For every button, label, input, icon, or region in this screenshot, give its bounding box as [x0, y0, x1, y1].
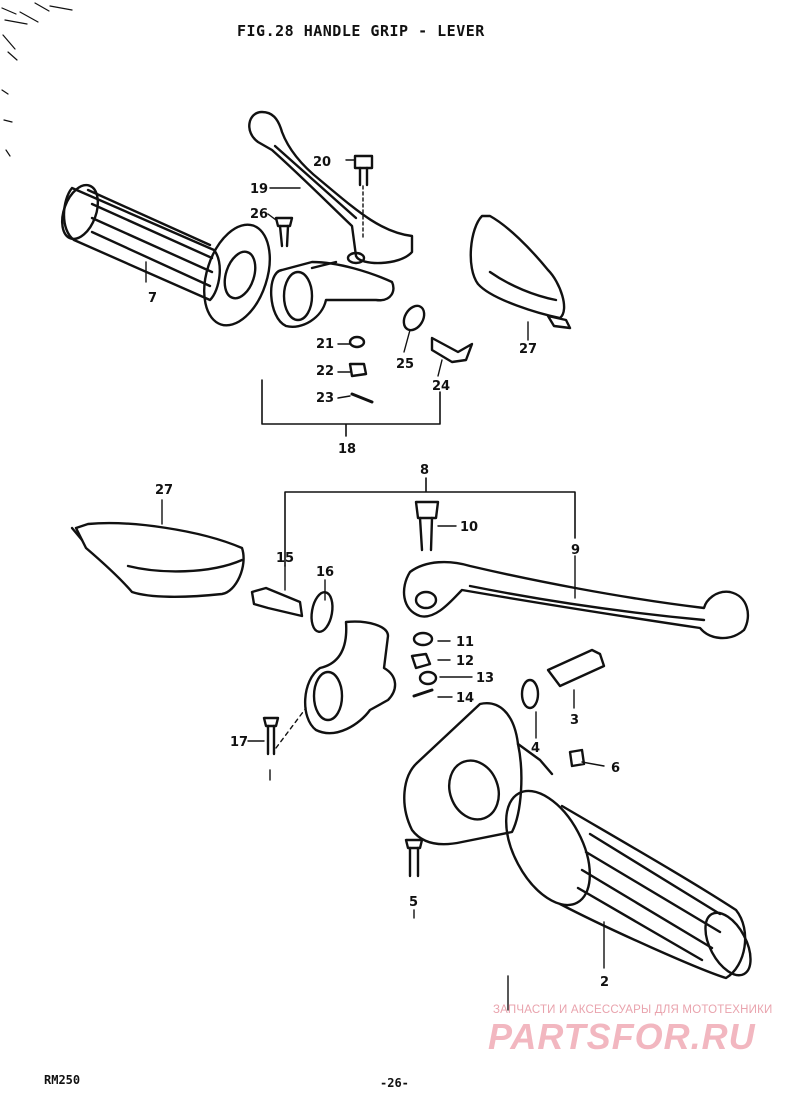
- callout-13: 13: [476, 671, 494, 686]
- holder-screw: [262, 716, 280, 756]
- cotter-pin: [350, 392, 374, 404]
- callout-27-top: 27: [519, 342, 537, 357]
- clamp-screw: [274, 216, 294, 248]
- callout-19: 19: [250, 182, 268, 197]
- lever-cotter-pin: [412, 688, 434, 698]
- callout-25: 25: [396, 357, 414, 372]
- callout-3: 3: [570, 713, 579, 728]
- housing-screw: [404, 838, 424, 878]
- callout-11: 11: [456, 635, 474, 650]
- callout-26: 26: [250, 207, 268, 222]
- callout-10: 10: [460, 520, 478, 535]
- lever-pivot-bolt-lower: [414, 500, 440, 552]
- callout-4: 4: [531, 741, 540, 756]
- lever-cover-bottom: [70, 521, 245, 598]
- callout-18: 18: [338, 442, 356, 457]
- callout-20: 20: [313, 155, 331, 170]
- group-bracket-18: [261, 379, 441, 437]
- lever-pivot-bolt: [353, 154, 374, 241]
- lever-nut: [410, 652, 432, 670]
- adjuster-ring-lower: [310, 591, 334, 633]
- callout-24: 24: [432, 379, 450, 394]
- small-washer: [348, 335, 366, 349]
- callout-22: 22: [316, 364, 334, 379]
- right-handle-grip-throttle: [504, 789, 752, 980]
- figure-title: FIG.28 HANDLE GRIP - LEVER: [237, 22, 485, 40]
- leader-lines-bottom: [161, 499, 605, 1011]
- group-bracket-8: [284, 477, 576, 567]
- scan-noise: [1, 2, 73, 157]
- adjuster-bolt-lower: [250, 586, 304, 618]
- callout-9: 9: [571, 543, 580, 558]
- adjuster-ring: [402, 304, 426, 332]
- clutch-lever-holder: [270, 260, 395, 328]
- lever-washer: [412, 631, 434, 647]
- callout-14: 14: [456, 691, 474, 706]
- callout-6: 6: [611, 761, 620, 776]
- throttle-adjuster-nut: [520, 678, 540, 710]
- callout-27-bottom: 27: [155, 483, 173, 498]
- left-handle-grip: [60, 183, 271, 327]
- callout-23: 23: [316, 391, 334, 406]
- callout-12: 12: [456, 654, 474, 669]
- callout-8: 8: [420, 463, 429, 478]
- callout-17: 17: [230, 735, 248, 750]
- watermark-caption: ЗАПЧАСТИ И АКСЕССУАРЫ ДЛЯ МОТОТЕХНИКИ: [493, 1004, 773, 1016]
- adjuster-bolt: [430, 336, 474, 364]
- leader-lines-top: [145, 159, 529, 399]
- lever-nut-2: [418, 670, 438, 686]
- lever-cover-top: [469, 214, 572, 330]
- callout-16: 16: [316, 565, 334, 580]
- watermark-logo: PARTSFOR.RU: [488, 1016, 756, 1057]
- model-code: RM250: [44, 1073, 81, 1087]
- callout-21: 21: [316, 337, 334, 352]
- throttle-cable-adjuster: [546, 648, 606, 688]
- brake-lever-holder: [303, 620, 397, 735]
- clutch-lever: [248, 110, 414, 265]
- throttle-small-part: [568, 748, 586, 768]
- callout-5: 5: [409, 895, 418, 910]
- callout-7: 7: [148, 291, 157, 306]
- throttle-housing: [403, 702, 554, 846]
- page-number: -26-: [380, 1076, 409, 1090]
- callout-15: 15: [276, 551, 294, 566]
- callout-2: 2: [600, 975, 609, 990]
- small-nut: [348, 362, 368, 378]
- brake-lever: [402, 560, 750, 640]
